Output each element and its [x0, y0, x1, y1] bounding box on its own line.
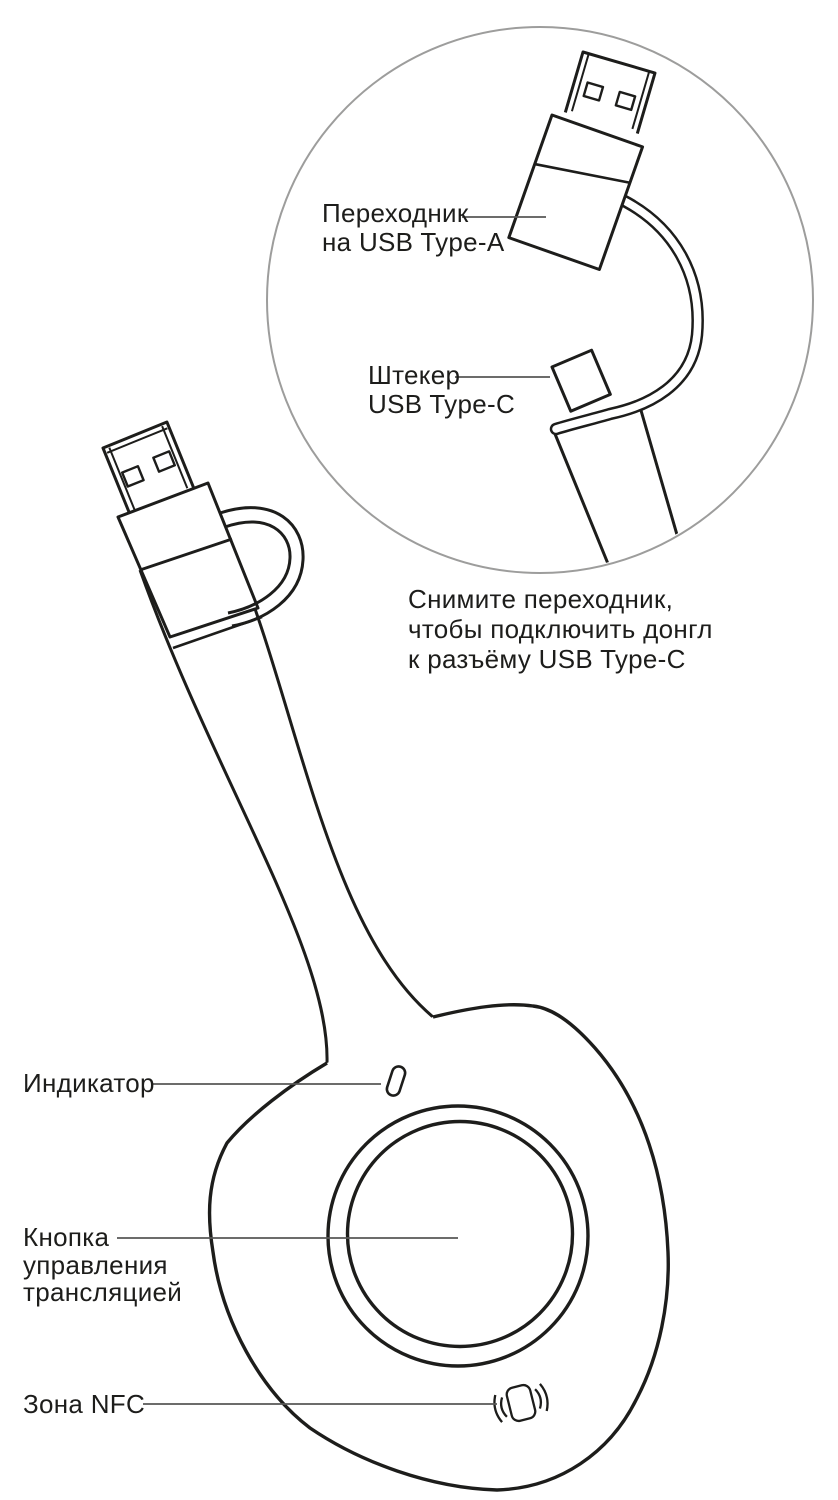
strap-loop-inner	[224, 520, 292, 615]
strap-loop-outer	[219, 506, 305, 628]
device-neck-right-edge	[238, 567, 434, 1019]
inset-cable-core	[552, 191, 702, 433]
adapter-label-line-1: Переходник	[322, 198, 469, 228]
caption-line-3: к разъёму USB Type-C	[408, 644, 686, 674]
device-body	[207, 1003, 670, 1492]
inset-adapter-body	[507, 113, 645, 272]
button-label-line-3: трансляцией	[23, 1277, 183, 1307]
inset-detail-view	[507, 50, 704, 571]
button-callout-label: Кнопка управления трансляцией	[23, 1222, 183, 1307]
inset-usb-a-connector-icon	[563, 50, 657, 134]
adapter-callout-label: Переходник на USB Type-A	[322, 199, 505, 257]
leader-lines	[117, 216, 550, 1405]
indicator-light-icon	[385, 1065, 407, 1097]
nfc-icon	[493, 1383, 549, 1423]
caption-line-1: Снимите переходник,	[408, 584, 674, 614]
device-collar	[116, 481, 260, 639]
adapter-label-line-2: на USB Type-A	[322, 227, 505, 257]
usb-c-plug-callout-label: Штекер USB Type-C	[368, 361, 515, 419]
device-neck-left-edge	[138, 569, 329, 1064]
nfc-callout-label: Зона NFC	[23, 1389, 146, 1419]
broadcast-button[interactable]	[345, 1119, 575, 1349]
button-label-line-2: управления	[23, 1249, 168, 1280]
inset-usb-c-plug-icon	[550, 348, 612, 413]
plug-label-line-1: Штекер	[368, 360, 461, 390]
collar-seam-line	[139, 537, 233, 572]
device-neck-fill	[140, 568, 433, 1063]
broadcast-button-ring	[326, 1104, 590, 1368]
caption-line-2: чтобы подключить донгл	[408, 614, 713, 644]
plug-label-line-2: USB Type-C	[368, 389, 516, 419]
indicator-callout-label: Индикатор	[23, 1068, 155, 1098]
device-usb-a-connector	[101, 420, 196, 515]
inset-circle	[266, 26, 814, 574]
dongle-device	[101, 420, 670, 1492]
button-label-line-1: Кнопка	[23, 1222, 110, 1252]
inset-caption: Снимите переходник, чтобы подключить дон…	[408, 584, 713, 674]
